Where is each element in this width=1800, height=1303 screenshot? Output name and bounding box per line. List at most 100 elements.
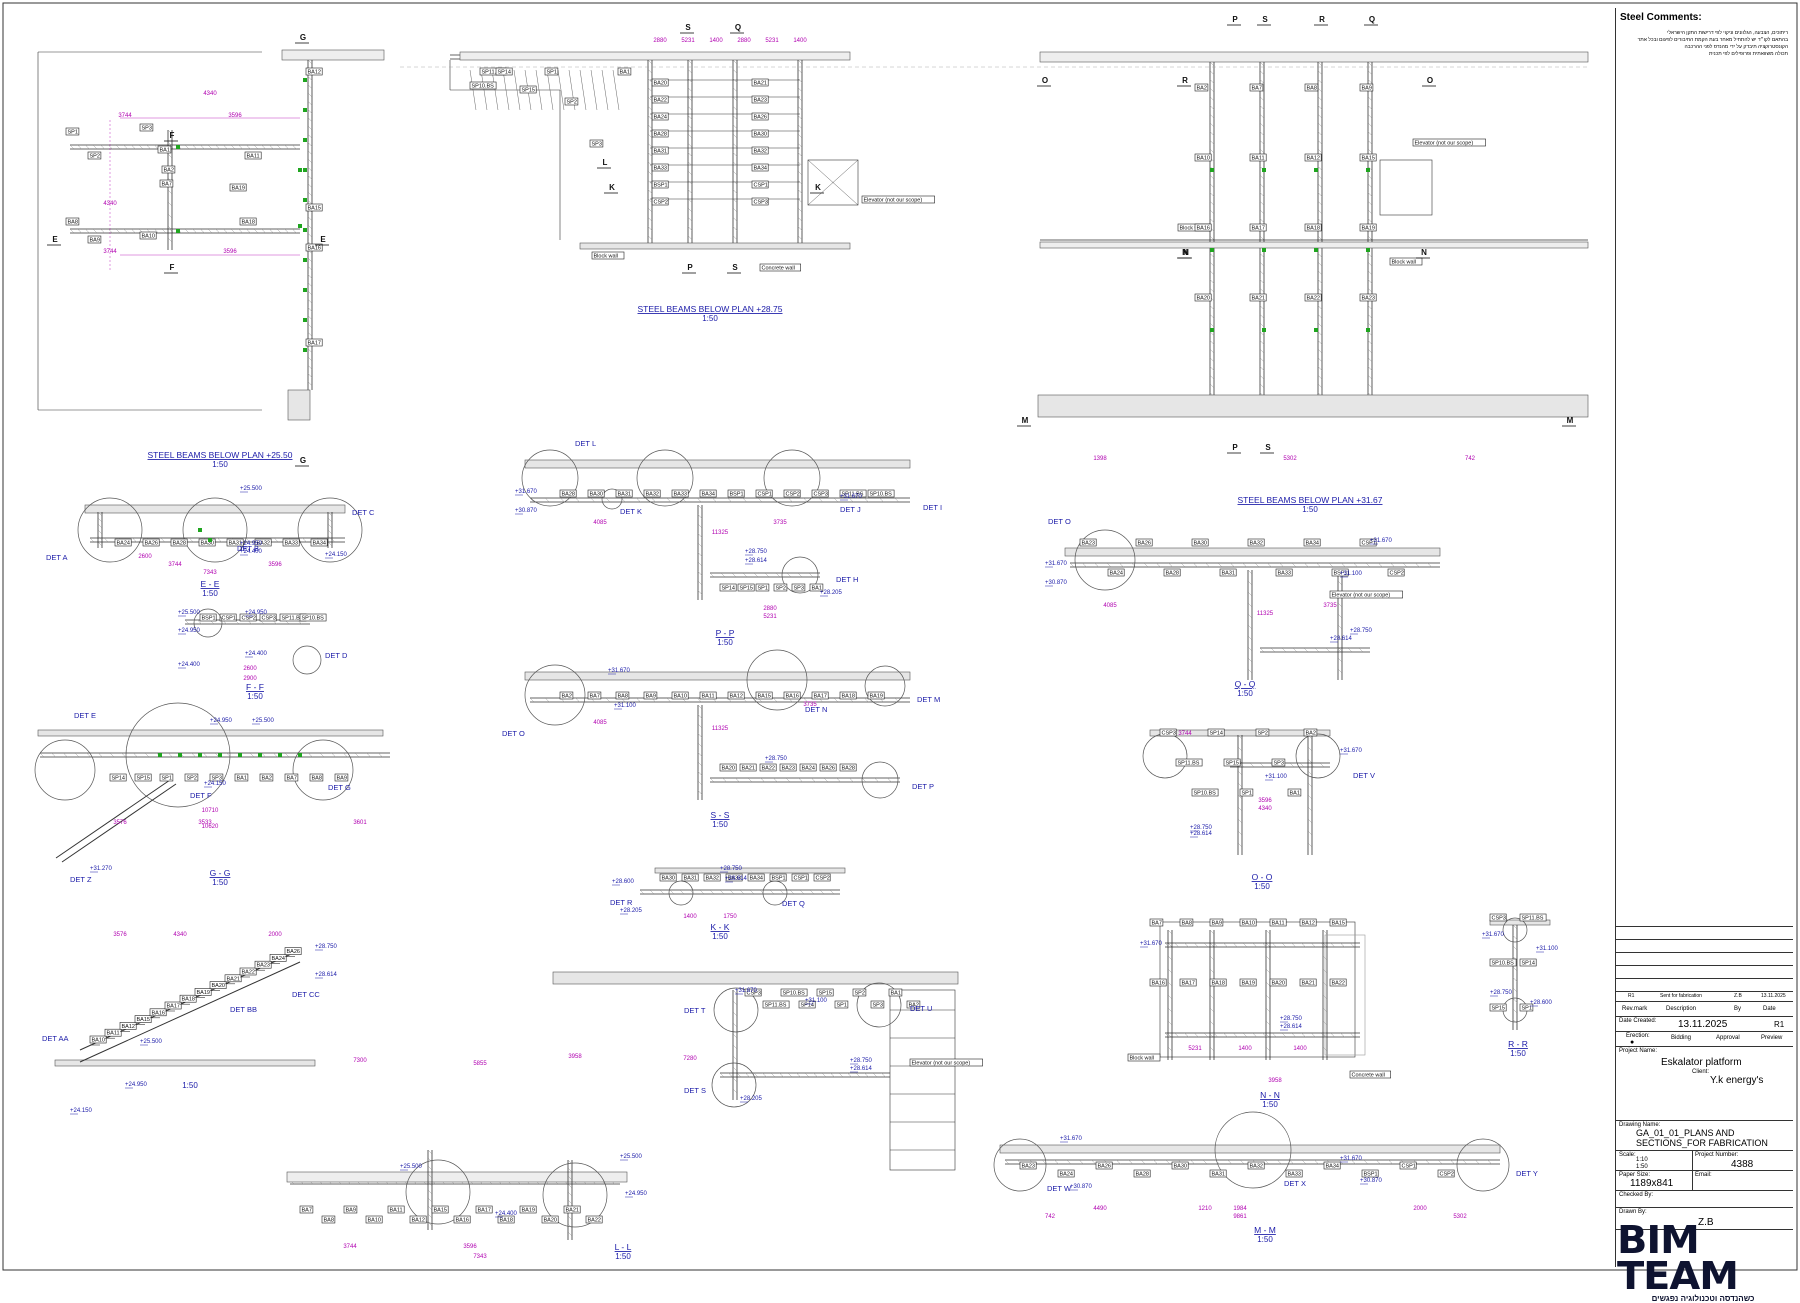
level-mark: +28.750	[850, 1058, 873, 1064]
detail-label: DET L	[575, 439, 596, 448]
member-tag-box	[1163, 568, 1181, 577]
level-mark: +28.750	[1350, 628, 1373, 634]
member-tag: BA16	[786, 694, 799, 700]
drawing-line	[732, 161, 738, 166]
level-mark: +25.500	[252, 718, 275, 724]
drawing-line	[327, 517, 333, 523]
member-tag-box	[1269, 918, 1287, 927]
drawing-line	[797, 115, 803, 120]
member-tag: BA11	[107, 1031, 120, 1037]
detail-label: DET X	[1284, 1179, 1306, 1188]
drawing-line	[742, 497, 747, 503]
drawing-title: O - O	[1252, 872, 1273, 882]
drawing-line	[1351, 1159, 1356, 1165]
grid-label: R	[1182, 76, 1188, 85]
drawing-line	[469, 69, 477, 111]
dimension-text: 1400	[683, 914, 697, 920]
member-tag: BA2	[262, 776, 272, 782]
member-tag: BA21	[754, 81, 767, 87]
member-tag: SP11.BS	[765, 1003, 787, 1009]
member-tag: BA19	[197, 990, 210, 996]
drawing-title: R - R	[1508, 1039, 1528, 1049]
drawing-line	[307, 158, 313, 164]
drawing-scale: 1:50	[717, 638, 733, 647]
detail-label: DET T	[684, 1006, 706, 1015]
member-tag: BA21	[227, 976, 240, 982]
member-tag: BA8	[68, 220, 78, 226]
dimension-text: 1750	[723, 914, 737, 920]
member-tag: BA15	[1332, 921, 1345, 927]
member-tag: BA21	[1302, 981, 1315, 987]
drawing-line	[200, 144, 205, 150]
drawing-line	[797, 170, 803, 176]
drawing-line	[1367, 174, 1373, 180]
drawing-line	[307, 257, 313, 263]
drawing-line	[238, 144, 243, 150]
dimension-text: 5855	[473, 1061, 487, 1067]
level-mark: +31.670	[1045, 561, 1068, 567]
detail-label: DET B	[237, 544, 259, 553]
drawing-line	[1174, 942, 1179, 948]
drawing-scale: 1:50	[1257, 1235, 1273, 1244]
drawing-line	[1209, 131, 1215, 136]
member-tag: CSP1	[1362, 541, 1376, 547]
drawing-line	[1194, 1032, 1199, 1038]
member-tag: BA34	[750, 876, 763, 882]
drawing-line	[1311, 942, 1316, 948]
drawing-line	[639, 889, 645, 895]
drawing-line	[1237, 830, 1243, 836]
drawing-line	[760, 777, 765, 783]
member-tag-box	[1149, 978, 1167, 987]
member-tag-box	[1149, 918, 1164, 927]
member-tag-box	[334, 773, 349, 782]
drawing-line	[217, 537, 222, 543]
member-tag: BA15	[1362, 156, 1375, 162]
dimension-text: 3958	[1268, 1078, 1282, 1084]
drawing-line	[560, 497, 565, 503]
drawing-line	[308, 752, 313, 758]
erection-label: Erection:	[1626, 1033, 1650, 1039]
member-tag: CSP3	[754, 200, 768, 206]
drawing-line	[1209, 96, 1215, 101]
drawing-line	[1167, 1046, 1173, 1052]
drawing-line	[1205, 562, 1210, 568]
member-tag-box	[755, 489, 773, 498]
rev-empty-row	[1616, 926, 1793, 940]
member-tag-box	[759, 763, 777, 772]
drawing-line	[647, 180, 653, 185]
drawing-line	[1265, 981, 1271, 987]
drawing-line	[1337, 657, 1343, 663]
paper-size-value: 1189x841	[1630, 1178, 1674, 1189]
member-tag-box	[453, 1215, 471, 1224]
member-tag: SP11.BS	[842, 492, 864, 498]
detail-label: DET N	[805, 705, 827, 714]
drawing-line	[1367, 96, 1373, 101]
member-tag: BA31	[229, 541, 242, 547]
member-tag: SP3	[794, 586, 804, 592]
drawing-line	[1367, 131, 1373, 136]
member-tag-box	[811, 691, 829, 700]
drawing-line	[1337, 624, 1343, 630]
drawing-line	[804, 1072, 810, 1078]
member-tag: SP15	[1226, 761, 1239, 767]
drawing-line	[1209, 61, 1215, 67]
detail-callout-circle	[1295, 733, 1341, 779]
drawing-line	[732, 115, 738, 120]
drawing-line	[1167, 994, 1173, 1000]
detail-callout-circle	[781, 556, 819, 594]
note-box	[1389, 257, 1423, 266]
member-tag: BA18	[182, 997, 195, 1003]
weld-marker	[238, 753, 242, 757]
member-tag: BA8	[1307, 86, 1317, 92]
dimension-text: 2880	[737, 38, 751, 44]
drawing-line	[1267, 562, 1272, 568]
rev-row: R1 Sent for fabrication Z.B 13.11.2025	[1616, 991, 1793, 1002]
member-tag: BA15	[137, 1017, 150, 1023]
member-tag: SP3	[142, 126, 152, 132]
drawing-line	[745, 1072, 750, 1078]
drawing-line	[666, 497, 671, 503]
drawing-line	[1054, 1159, 1059, 1165]
drawing-line	[1317, 87, 1323, 93]
dimension-text: 10710	[202, 808, 219, 814]
scale-row: Scale: 1:10 1:50 Project Number: 4388	[1616, 1150, 1793, 1171]
